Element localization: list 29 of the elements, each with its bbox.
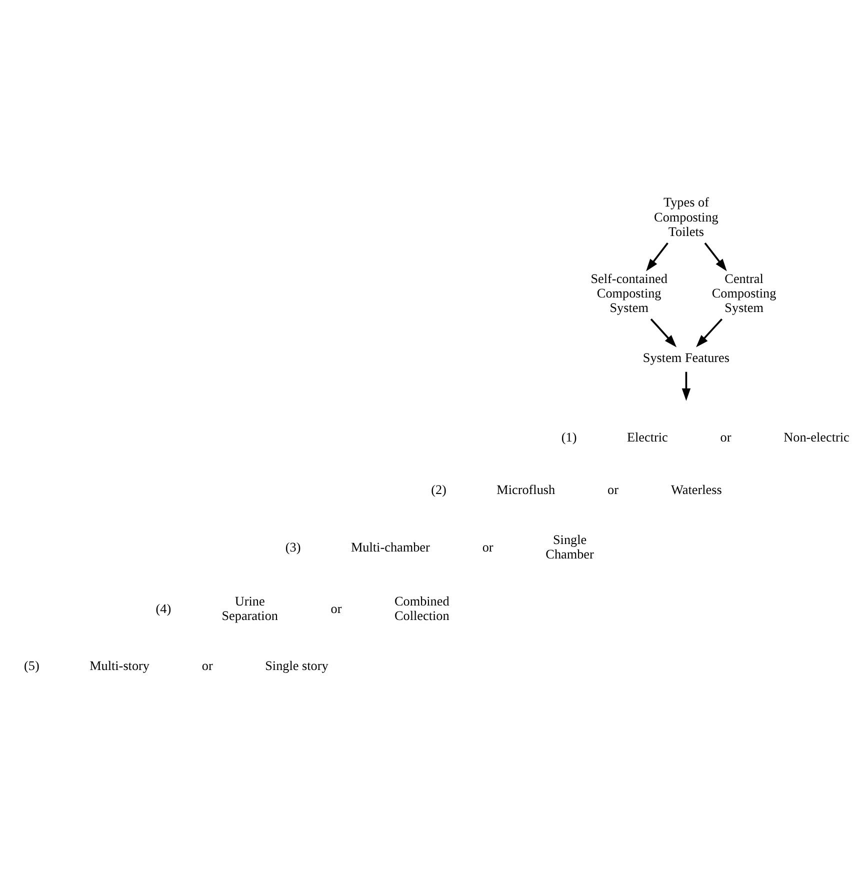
arrow <box>696 318 722 348</box>
label: Microflush <box>496 482 555 498</box>
label: Non-electric <box>783 429 849 444</box>
label: Single Chamber <box>545 532 594 562</box>
label: or <box>330 600 342 616</box>
label: Multi-chamber <box>350 539 430 554</box>
node-text: Types of Composting Toilets <box>654 194 718 239</box>
arrow <box>646 242 668 272</box>
label: or <box>720 429 731 444</box>
label: or <box>201 658 212 673</box>
label: Multi-story <box>89 658 150 673</box>
label: or <box>482 539 493 554</box>
label: or <box>607 482 618 498</box>
label: Single story <box>264 658 328 673</box>
label: Waterless <box>670 482 722 498</box>
label: (5) <box>24 658 39 673</box>
label: (3) <box>284 539 300 554</box>
label: Urine Separation <box>221 593 278 624</box>
node-text: Self-contained Composting System <box>590 270 667 316</box>
label: Combined Collection <box>394 593 449 624</box>
label: Electric <box>626 429 668 444</box>
node-text: Central Composting System <box>711 270 776 316</box>
label: (2) <box>430 482 446 498</box>
arrow <box>681 372 690 401</box>
node-text: System Features <box>642 350 730 365</box>
label: (4) <box>155 600 171 616</box>
label: (1) <box>560 429 576 444</box>
arrow <box>704 242 726 272</box>
arrow <box>650 318 676 348</box>
